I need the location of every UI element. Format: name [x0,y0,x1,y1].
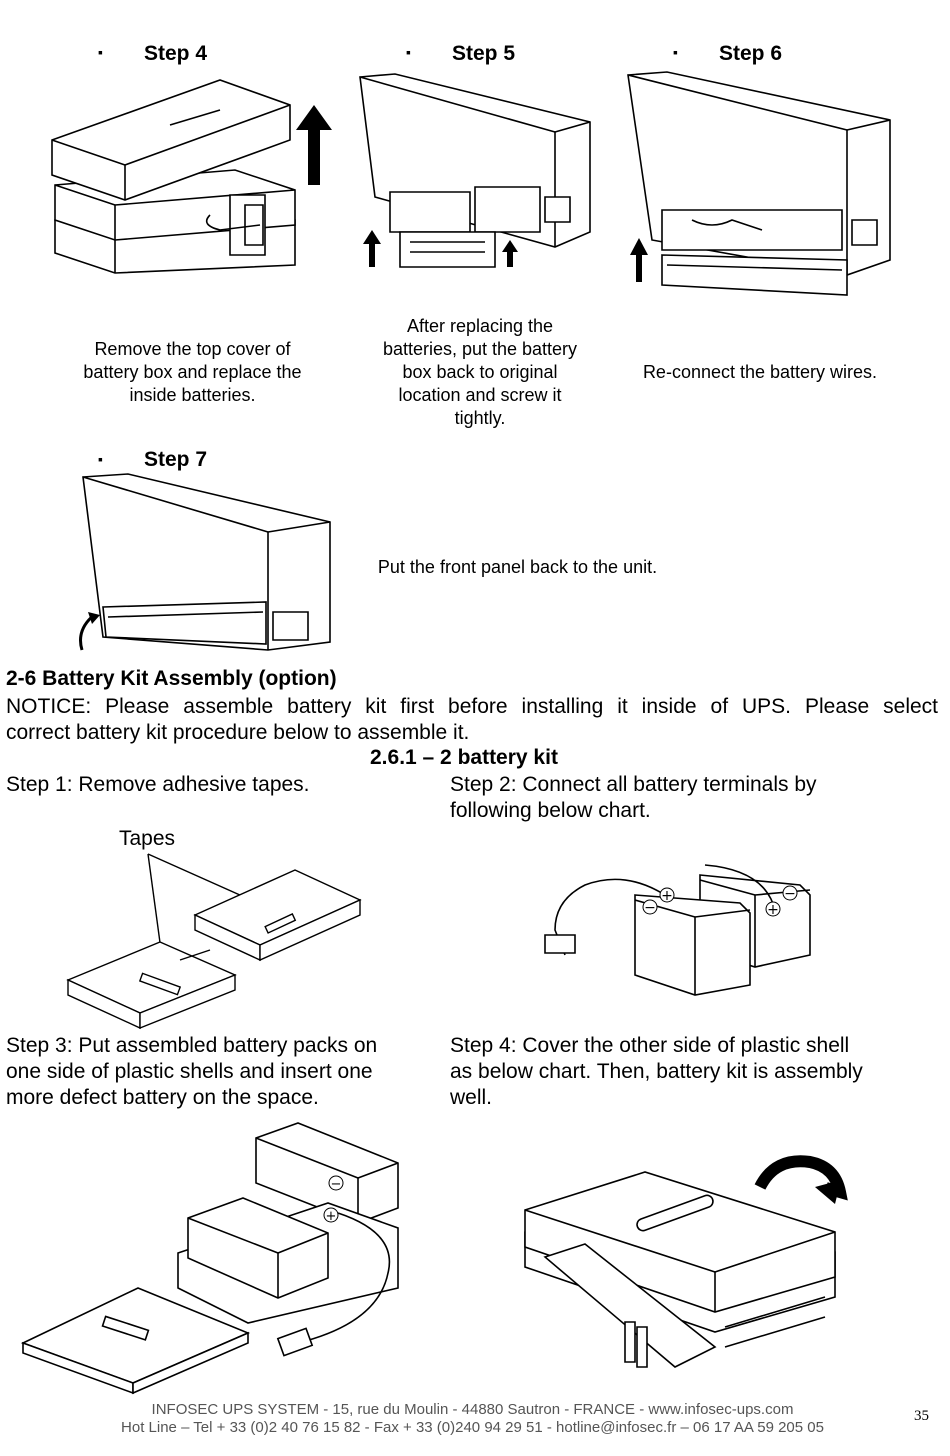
page-number: 35 [914,1408,929,1424]
notice-line-1: NOTICE: Please assemble battery kit firs… [6,695,938,718]
kit3-plus-terminal: + [326,1209,337,1224]
step5-caption-line: tightly. [454,408,506,428]
kit-step4: Step 4: Cover the other side of plastic … [450,1033,863,1111]
step7-caption-line: Put the front panel back to the unit. [377,557,658,577]
step6-illustration [622,70,902,300]
step4-title: Step 4 [144,42,208,65]
kit-step3-line: more defect battery on the space. [6,1086,319,1109]
kit-step1-illustration [60,850,370,1020]
battery2-plus-terminal: + [767,902,779,918]
battery-minus-terminal: − [644,900,656,916]
footer-line1: INFOSEC UPS SYSTEM - 15, rue du Moulin -… [151,1401,794,1418]
step5-caption-line: After replacing the [406,316,554,336]
step4-caption-line: battery box and replace the [83,362,302,382]
step7-title: Step 7 [144,448,208,471]
step4-caption: Remove the top cover of battery box and … [50,338,335,407]
bullet-step5: ▪ [406,44,411,60]
step6-caption-line: Re-connect the battery wires. [642,362,878,382]
step4-illustration [50,75,332,275]
kit-step3-illustration: − + [18,1118,418,1398]
step4-caption-line: inside batteries. [129,385,256,405]
kit-step4-illustration [515,1132,845,1377]
kit-step2-line: following below chart. [450,799,651,822]
kit-step3-line: one side of plastic shells and insert on… [6,1060,373,1083]
step5-illustration [355,72,595,272]
kit-step2: Step 2: Connect all battery terminals by… [450,772,817,824]
notice-line-2: correct battery kit procedure below to a… [6,721,470,744]
battery-plus-terminal: + [661,888,673,904]
bullet-step6: ▪ [673,44,678,60]
kit-step3: Step 3: Put assembled battery packs on o… [6,1033,377,1111]
step6-title: Step 6 [719,42,783,65]
step7-illustration [68,472,333,657]
kit-step2-illustration: + − + − [540,855,820,1025]
subsection-title: 2.6.1 – 2 battery kit [370,746,558,769]
kit-step4-line: Step 4: Cover the other side of plastic … [450,1034,850,1057]
step6-caption: Re-connect the battery wires. [620,361,900,384]
step5-caption-line: location and screw it [398,385,562,405]
bullet-step7: ▪ [98,451,103,467]
kit-step1: Step 1: Remove adhesive tapes. [6,772,310,798]
kit-step2-line: Step 2: Connect all battery terminals by [450,773,817,796]
step7-caption: Put the front panel back to the unit. [355,556,680,579]
tapes-label: Tapes [119,827,176,850]
step5-caption: After replacing the batteries, put the b… [355,315,605,430]
kit-step1-line: Step 1: Remove adhesive tapes. [6,773,310,796]
step4-caption-line: Remove the top cover of [94,339,291,359]
footer: INFOSEC UPS SYSTEM - 15, rue du Moulin -… [60,1401,885,1437]
bullet-step4: ▪ [98,44,103,60]
kit3-minus-terminal: − [331,1177,342,1192]
kit-step3-line: Step 3: Put assembled battery packs on [6,1034,378,1057]
step5-caption-line: batteries, put the battery [382,339,578,359]
footer-line2: Hot Line – Tel + 33 (0)2 40 76 15 82 - F… [121,1419,824,1436]
section-title: 2-6 Battery Kit Assembly (option) [6,667,337,690]
step5-title: Step 5 [452,42,516,65]
kit-step4-line: well. [450,1086,493,1109]
kit-step4-line: as below chart. Then, battery kit is ass… [450,1060,863,1083]
step5-caption-line: box back to original [402,362,558,382]
battery2-minus-terminal: − [784,886,796,902]
